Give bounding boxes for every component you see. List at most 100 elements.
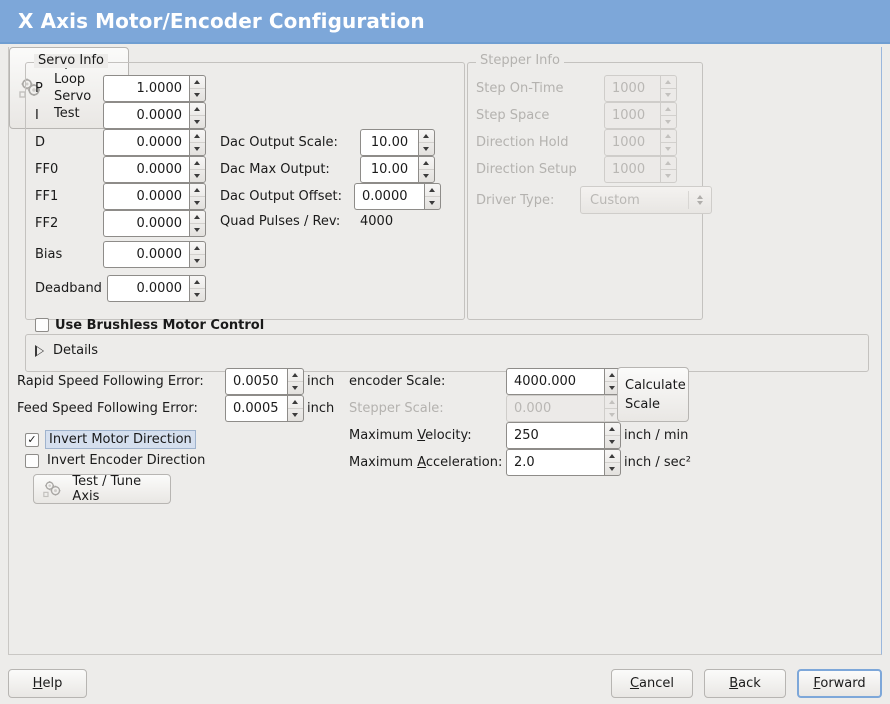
servo-spin-ff2[interactable]: 0.0000	[103, 210, 206, 237]
calculate-scale-button[interactable]: Calculate Scale	[617, 367, 689, 422]
spin-down-icon[interactable]	[190, 288, 205, 301]
spin-down-icon[interactable]	[605, 435, 620, 448]
servo-spin-buttons-ff0[interactable]	[189, 156, 206, 183]
spin-down-icon[interactable]	[605, 462, 620, 475]
servo-spin-buttons-ff2[interactable]	[189, 210, 206, 237]
spin-up-icon[interactable]	[190, 211, 205, 223]
servo-input-bias[interactable]: 0.0000	[103, 241, 189, 268]
spin-down-icon[interactable]	[419, 142, 434, 155]
chevron-right-icon[interactable]	[35, 344, 44, 357]
dac-output-scale-spin[interactable]: 10.00	[360, 129, 435, 156]
dac-output-scale-input[interactable]: 10.00	[360, 129, 418, 156]
servo-input-d[interactable]: 0.0000	[103, 129, 189, 156]
servo-input-i[interactable]: 0.0000	[103, 102, 189, 129]
spin-down-icon[interactable]	[190, 223, 205, 236]
servo-spin-ff1[interactable]: 0.0000	[103, 183, 206, 210]
spin-up-icon[interactable]	[288, 396, 303, 408]
spin-up-icon[interactable]	[605, 369, 620, 381]
invert-motor-direction-checkbox[interactable]: ✓ Invert Motor Direction	[25, 430, 196, 449]
use-brushless-label[interactable]: Use Brushless Motor Control	[55, 318, 265, 333]
servo-spin-buttons-deadband[interactable]	[189, 275, 206, 302]
checkbox-box[interactable]: ✓	[25, 432, 39, 447]
maximum-acceleration-spin[interactable]: 2.0	[506, 449, 621, 476]
servo-spin-p[interactable]: 1.0000	[103, 75, 206, 102]
spin-up-icon[interactable]	[190, 103, 205, 115]
invert-encoder-direction-checkbox[interactable]: Invert Encoder Direction	[25, 453, 205, 468]
spin-down-icon[interactable]	[605, 381, 620, 394]
spin-up-icon[interactable]	[605, 423, 620, 435]
spin-up-icon[interactable]	[419, 130, 434, 142]
invert-motor-direction-label[interactable]: Invert Motor Direction	[45, 430, 196, 449]
spin-up-icon[interactable]	[190, 242, 205, 254]
spin-down-icon[interactable]	[190, 196, 205, 209]
checkbox-box[interactable]	[25, 453, 39, 468]
rapid-following-error-spin[interactable]: 0.0050	[225, 368, 304, 395]
spin-down-icon[interactable]	[288, 408, 303, 421]
servo-spin-buttons-d[interactable]	[189, 129, 206, 156]
dac-max-output-label: Dac Max Output:	[220, 162, 330, 177]
spin-down-icon[interactable]	[425, 196, 440, 209]
spin-down-icon[interactable]	[190, 169, 205, 182]
feed-following-error-spin[interactable]: 0.0005	[225, 395, 304, 422]
spin-buttons[interactable]	[287, 368, 304, 395]
spin-down-icon[interactable]	[190, 142, 205, 155]
spin-buttons[interactable]	[418, 156, 435, 183]
spin-up-icon[interactable]	[190, 184, 205, 196]
servo-spin-bias[interactable]: 0.0000	[103, 241, 206, 268]
spin-buttons[interactable]	[418, 129, 435, 156]
feed-following-error-input[interactable]: 0.0005	[225, 395, 287, 422]
forward-button[interactable]: Forward	[797, 669, 882, 698]
maximum-velocity-label-text: Maximum Velocity:	[349, 428, 472, 443]
spin-down-icon[interactable]	[288, 381, 303, 394]
servo-input-ff0[interactable]: 0.0000	[103, 156, 189, 183]
help-button[interactable]: Help	[8, 669, 87, 698]
servo-input-ff2[interactable]: 0.0000	[103, 210, 189, 237]
spin-buttons[interactable]	[287, 395, 304, 422]
spin-down-icon[interactable]	[190, 88, 205, 101]
invert-encoder-direction-label[interactable]: Invert Encoder Direction	[47, 453, 206, 468]
details-expander[interactable]: Details	[35, 343, 98, 358]
spin-up-icon[interactable]	[419, 157, 434, 169]
encoder-scale-spin[interactable]: 4000.000	[506, 368, 621, 395]
servo-spin-buttons-i[interactable]	[189, 102, 206, 129]
test-tune-axis-button[interactable]: Test / Tune Axis	[33, 474, 171, 504]
spin-buttons[interactable]	[604, 368, 621, 395]
checkbox-box[interactable]	[35, 318, 49, 332]
maximum-acceleration-input[interactable]: 2.0	[506, 449, 604, 476]
spin-up-icon[interactable]	[190, 130, 205, 142]
servo-spin-buttons-p[interactable]	[189, 75, 206, 102]
servo-spin-ff0[interactable]: 0.0000	[103, 156, 206, 183]
servo-input-ff1[interactable]: 0.0000	[103, 183, 189, 210]
spin-up-icon[interactable]	[190, 157, 205, 169]
spin-up-icon[interactable]	[190, 276, 205, 288]
maximum-velocity-spin[interactable]: 250	[506, 422, 621, 449]
spin-up-icon[interactable]	[190, 76, 205, 88]
servo-spin-deadband[interactable]: 0.0000	[107, 275, 206, 302]
back-button[interactable]: Back	[704, 669, 786, 698]
servo-spin-buttons-ff1[interactable]	[189, 183, 206, 210]
encoder-scale-input[interactable]: 4000.000	[506, 368, 604, 395]
maximum-velocity-input[interactable]: 250	[506, 422, 604, 449]
use-brushless-checkbox[interactable]	[35, 318, 49, 332]
cancel-button[interactable]: Cancel	[611, 669, 693, 698]
spin-down-icon[interactable]	[419, 169, 434, 182]
servo-spin-d[interactable]: 0.0000	[103, 129, 206, 156]
dac-output-offset-spin[interactable]: 0.0000	[354, 183, 441, 210]
spin-down-icon[interactable]	[190, 254, 205, 267]
servo-spin-i[interactable]: 0.0000	[103, 102, 206, 129]
servo-input-p[interactable]: 1.0000	[103, 75, 189, 102]
dac-output-offset-input[interactable]: 0.0000	[354, 183, 424, 210]
details-label[interactable]: Details	[53, 343, 99, 358]
rapid-following-error-input[interactable]: 0.0050	[225, 368, 287, 395]
servo-spin-buttons-bias[interactable]	[189, 241, 206, 268]
spin-up-icon[interactable]	[288, 369, 303, 381]
spin-up-icon[interactable]	[605, 450, 620, 462]
servo-input-deadband[interactable]: 0.0000	[107, 275, 189, 302]
spin-buttons[interactable]	[424, 183, 441, 210]
spin-buttons[interactable]	[604, 422, 621, 449]
spin-buttons[interactable]	[604, 449, 621, 476]
dac-max-output-input[interactable]: 10.00	[360, 156, 418, 183]
spin-down-icon[interactable]	[190, 115, 205, 128]
spin-up-icon[interactable]	[425, 184, 440, 196]
dac-max-output-spin[interactable]: 10.00	[360, 156, 435, 183]
